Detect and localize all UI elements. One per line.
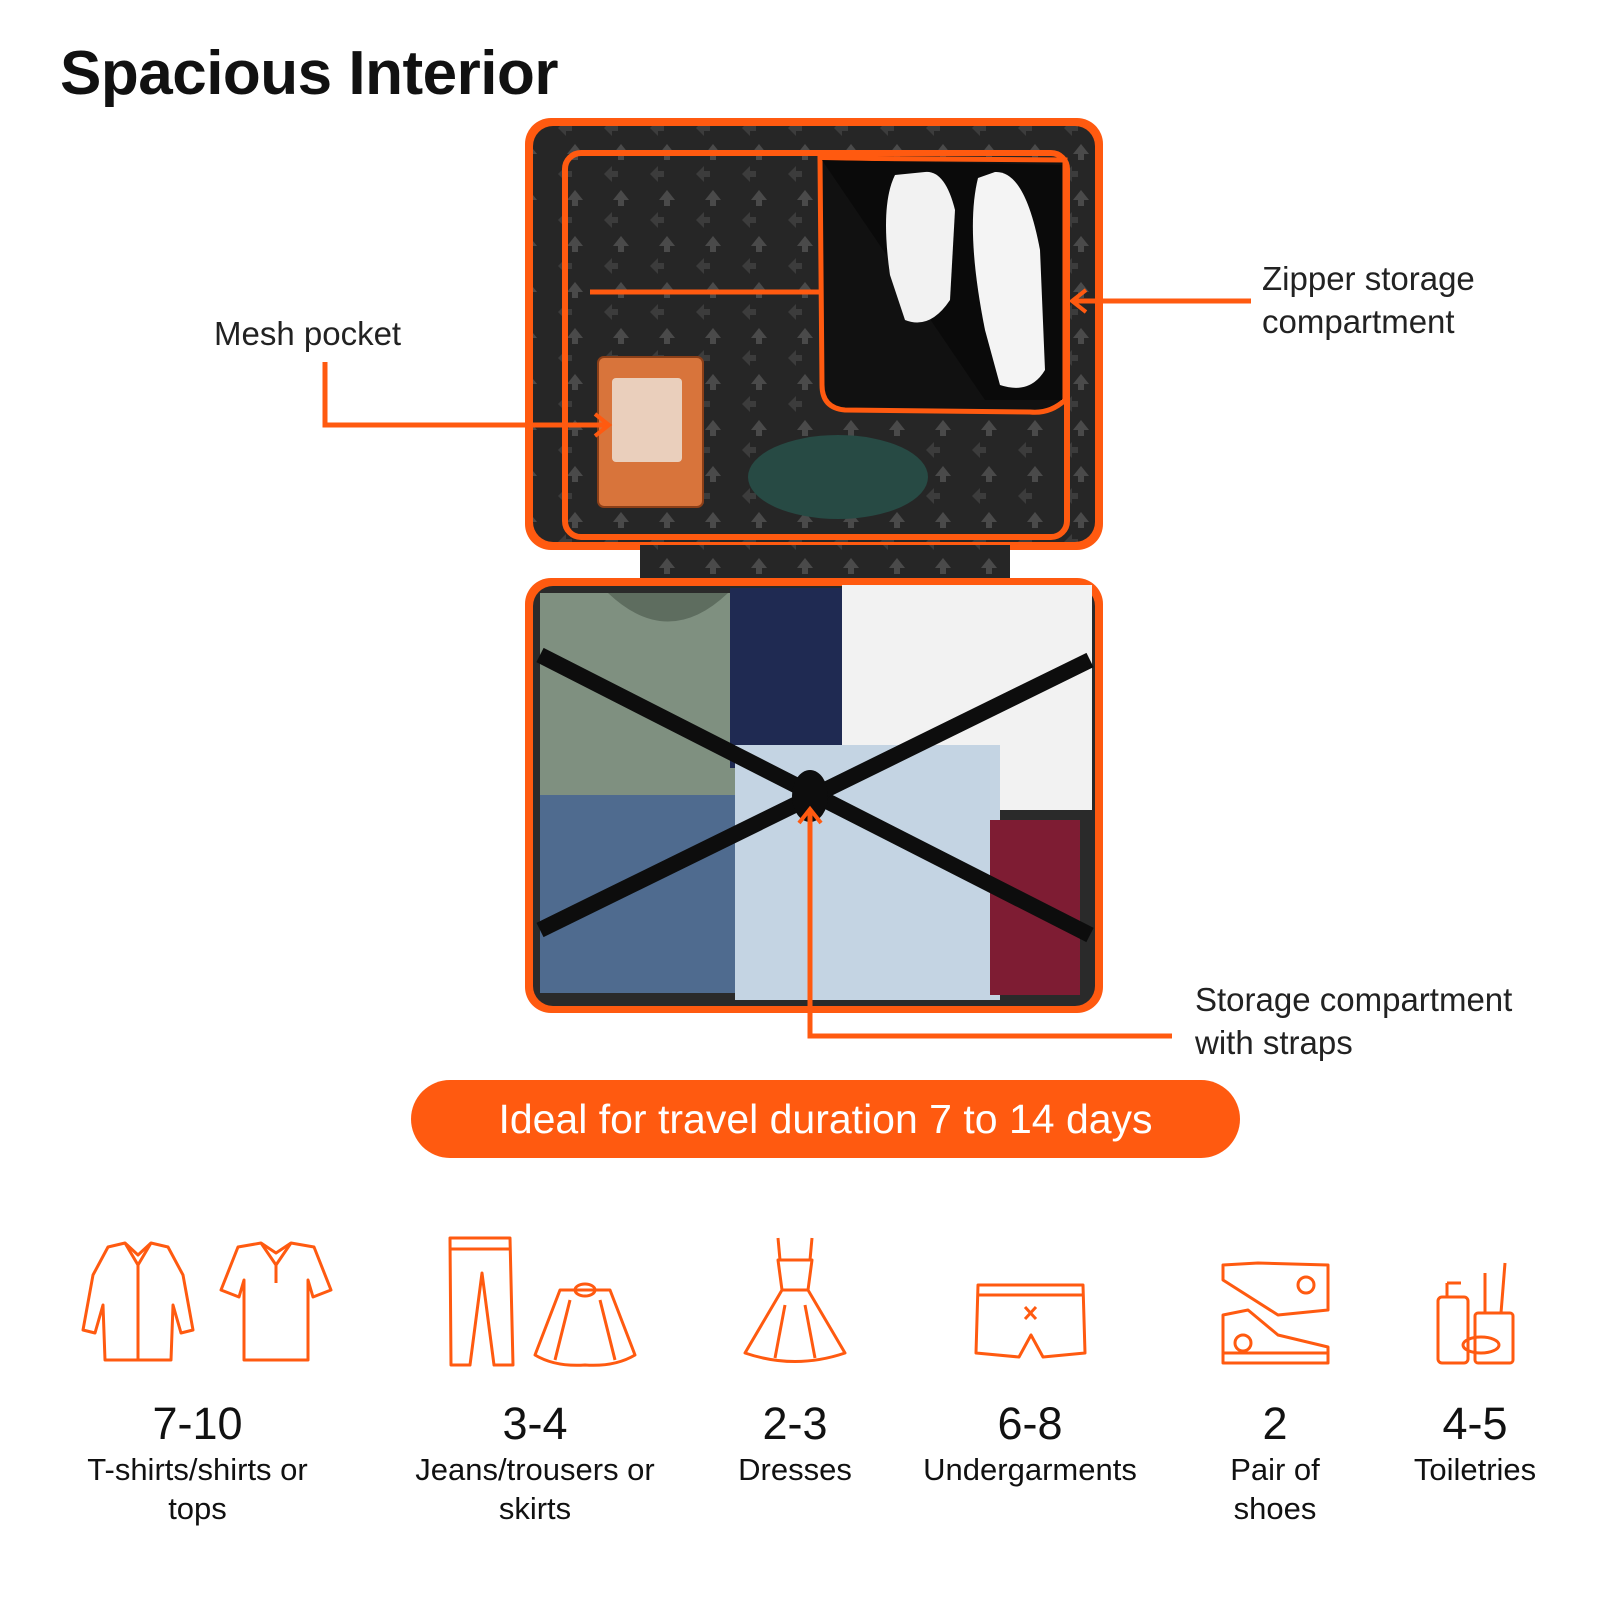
skirt-icon: [533, 1282, 637, 1367]
count-shoes: 2: [1262, 1398, 1288, 1449]
page-title: Spacious Interior: [60, 39, 558, 108]
dress-icon: [743, 1237, 847, 1363]
mesh-pocket: [597, 356, 704, 508]
suitcase-base: [525, 578, 1103, 1013]
capacity-item-undergarments: 6-8 Undergarments: [900, 1235, 1160, 1489]
sleep-mask: [748, 435, 928, 519]
label-tops-line1: T-shirts/shirts or: [87, 1452, 308, 1487]
travel-duration-banner: Ideal for travel duration 7 to 14 days: [411, 1080, 1240, 1158]
count-toiletries: 4-5: [1442, 1398, 1508, 1449]
count-dresses: 2-3: [762, 1398, 828, 1449]
zipper-compartment: [817, 155, 1068, 415]
callout-zipper-line1: Zipper storage: [1262, 260, 1475, 297]
shirt-icon: [81, 1241, 194, 1362]
count-undergarments: 6-8: [997, 1398, 1063, 1449]
capacity-item-jeans: 3-4 Jeans/trousers or skirts: [390, 1235, 680, 1528]
capacity-item-dresses: 2-3 Dresses: [715, 1235, 875, 1489]
capacity-item-tops: 7-10 T-shirts/shirts or tops: [40, 1235, 355, 1528]
suitcase-lid: [525, 118, 1103, 550]
label-toiletries: Toiletries: [1413, 1452, 1537, 1487]
label-jeans-line1: Jeans/trousers or: [415, 1452, 655, 1487]
toiletries-icon: [1436, 1262, 1514, 1365]
count-jeans: 3-4: [502, 1398, 568, 1449]
callout-straps-line2: with straps: [1195, 1024, 1353, 1061]
callout-zipper-compartment: Zipper storage compartment: [1262, 257, 1475, 343]
polo-shirt-icon: [219, 1241, 332, 1362]
capacity-item-shoes: 2 Pair of shoes: [1180, 1235, 1370, 1528]
label-dresses: Dresses: [738, 1452, 852, 1487]
trousers-icon: [448, 1236, 515, 1367]
callout-mesh-pocket-text: Mesh pocket: [214, 315, 402, 352]
label-tops-line2: tops: [168, 1491, 227, 1526]
callout-mesh-pocket: Mesh pocket: [214, 312, 401, 355]
callout-lines: [322, 288, 1251, 1039]
label-jeans-line2: skirts: [498, 1491, 572, 1526]
label-undergarments: Undergarments: [923, 1452, 1137, 1487]
callout-straps-line1: Storage compartment: [1195, 981, 1513, 1018]
sneakers-icon: [1221, 1261, 1329, 1365]
shorts-icon: [974, 1283, 1086, 1359]
label-shoes-line1: Pair of: [1230, 1452, 1320, 1487]
label-shoes-line2: shoes: [1233, 1491, 1317, 1526]
count-tops: 7-10: [152, 1398, 243, 1449]
capacity-item-toiletries: 4-5 Toiletries: [1385, 1235, 1565, 1489]
callout-zipper-line2: compartment: [1262, 303, 1455, 340]
callout-storage-straps: Storage compartment with straps: [1195, 978, 1512, 1064]
